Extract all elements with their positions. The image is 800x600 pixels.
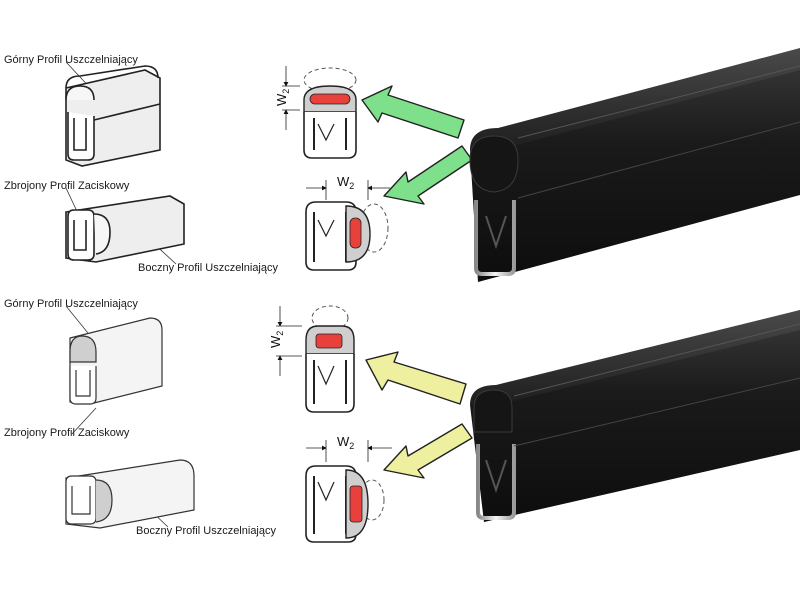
cross-section-side-seal-2 [305, 465, 385, 543]
dimension-side-2 [306, 440, 392, 462]
label-side-profile-1: Boczny Profil Uszczelniający [138, 262, 278, 274]
arrow-top-2 [365, 351, 467, 405]
dim-label-top-1: W2 [274, 89, 291, 106]
dim-label-side-1: W2 [337, 174, 354, 191]
dim-label-top-2: W2 [268, 331, 285, 348]
label-clamp-profile-1: Zbrojony Profil Zaciskowy [4, 180, 130, 192]
rendered-profile-2 [470, 310, 800, 522]
arrow-top-1 [361, 85, 465, 139]
arrow-side-1 [383, 145, 473, 205]
dimension-side-1 [306, 180, 390, 200]
label-side-profile-2: Boczny Profil Uszczelniający [136, 525, 276, 537]
dim-label-side-2: W2 [337, 434, 354, 451]
cross-section-top-seal-2 [305, 305, 355, 413]
sketch-clamp-profile-2 [65, 459, 195, 529]
dimension-top-1 [282, 66, 300, 130]
cross-section-side-seal-1 [305, 201, 389, 271]
label-top-profile-2: Górny Profil Uszczelniający [4, 298, 138, 310]
sketch-clamp-profile-1 [65, 195, 185, 263]
sketch-top-profile-1 [65, 65, 161, 167]
sketch-top-profile-2 [69, 317, 163, 405]
dimension-top-2 [276, 306, 302, 376]
cross-section-top-seal-1 [303, 67, 357, 159]
label-clamp-profile-2: Zbrojony Profil Zaciskowy [4, 427, 130, 439]
rendered-profile-1 [469, 48, 800, 282]
label-top-profile-1: Górny Profil Uszczelniający [4, 54, 138, 66]
arrow-side-2 [383, 423, 473, 479]
